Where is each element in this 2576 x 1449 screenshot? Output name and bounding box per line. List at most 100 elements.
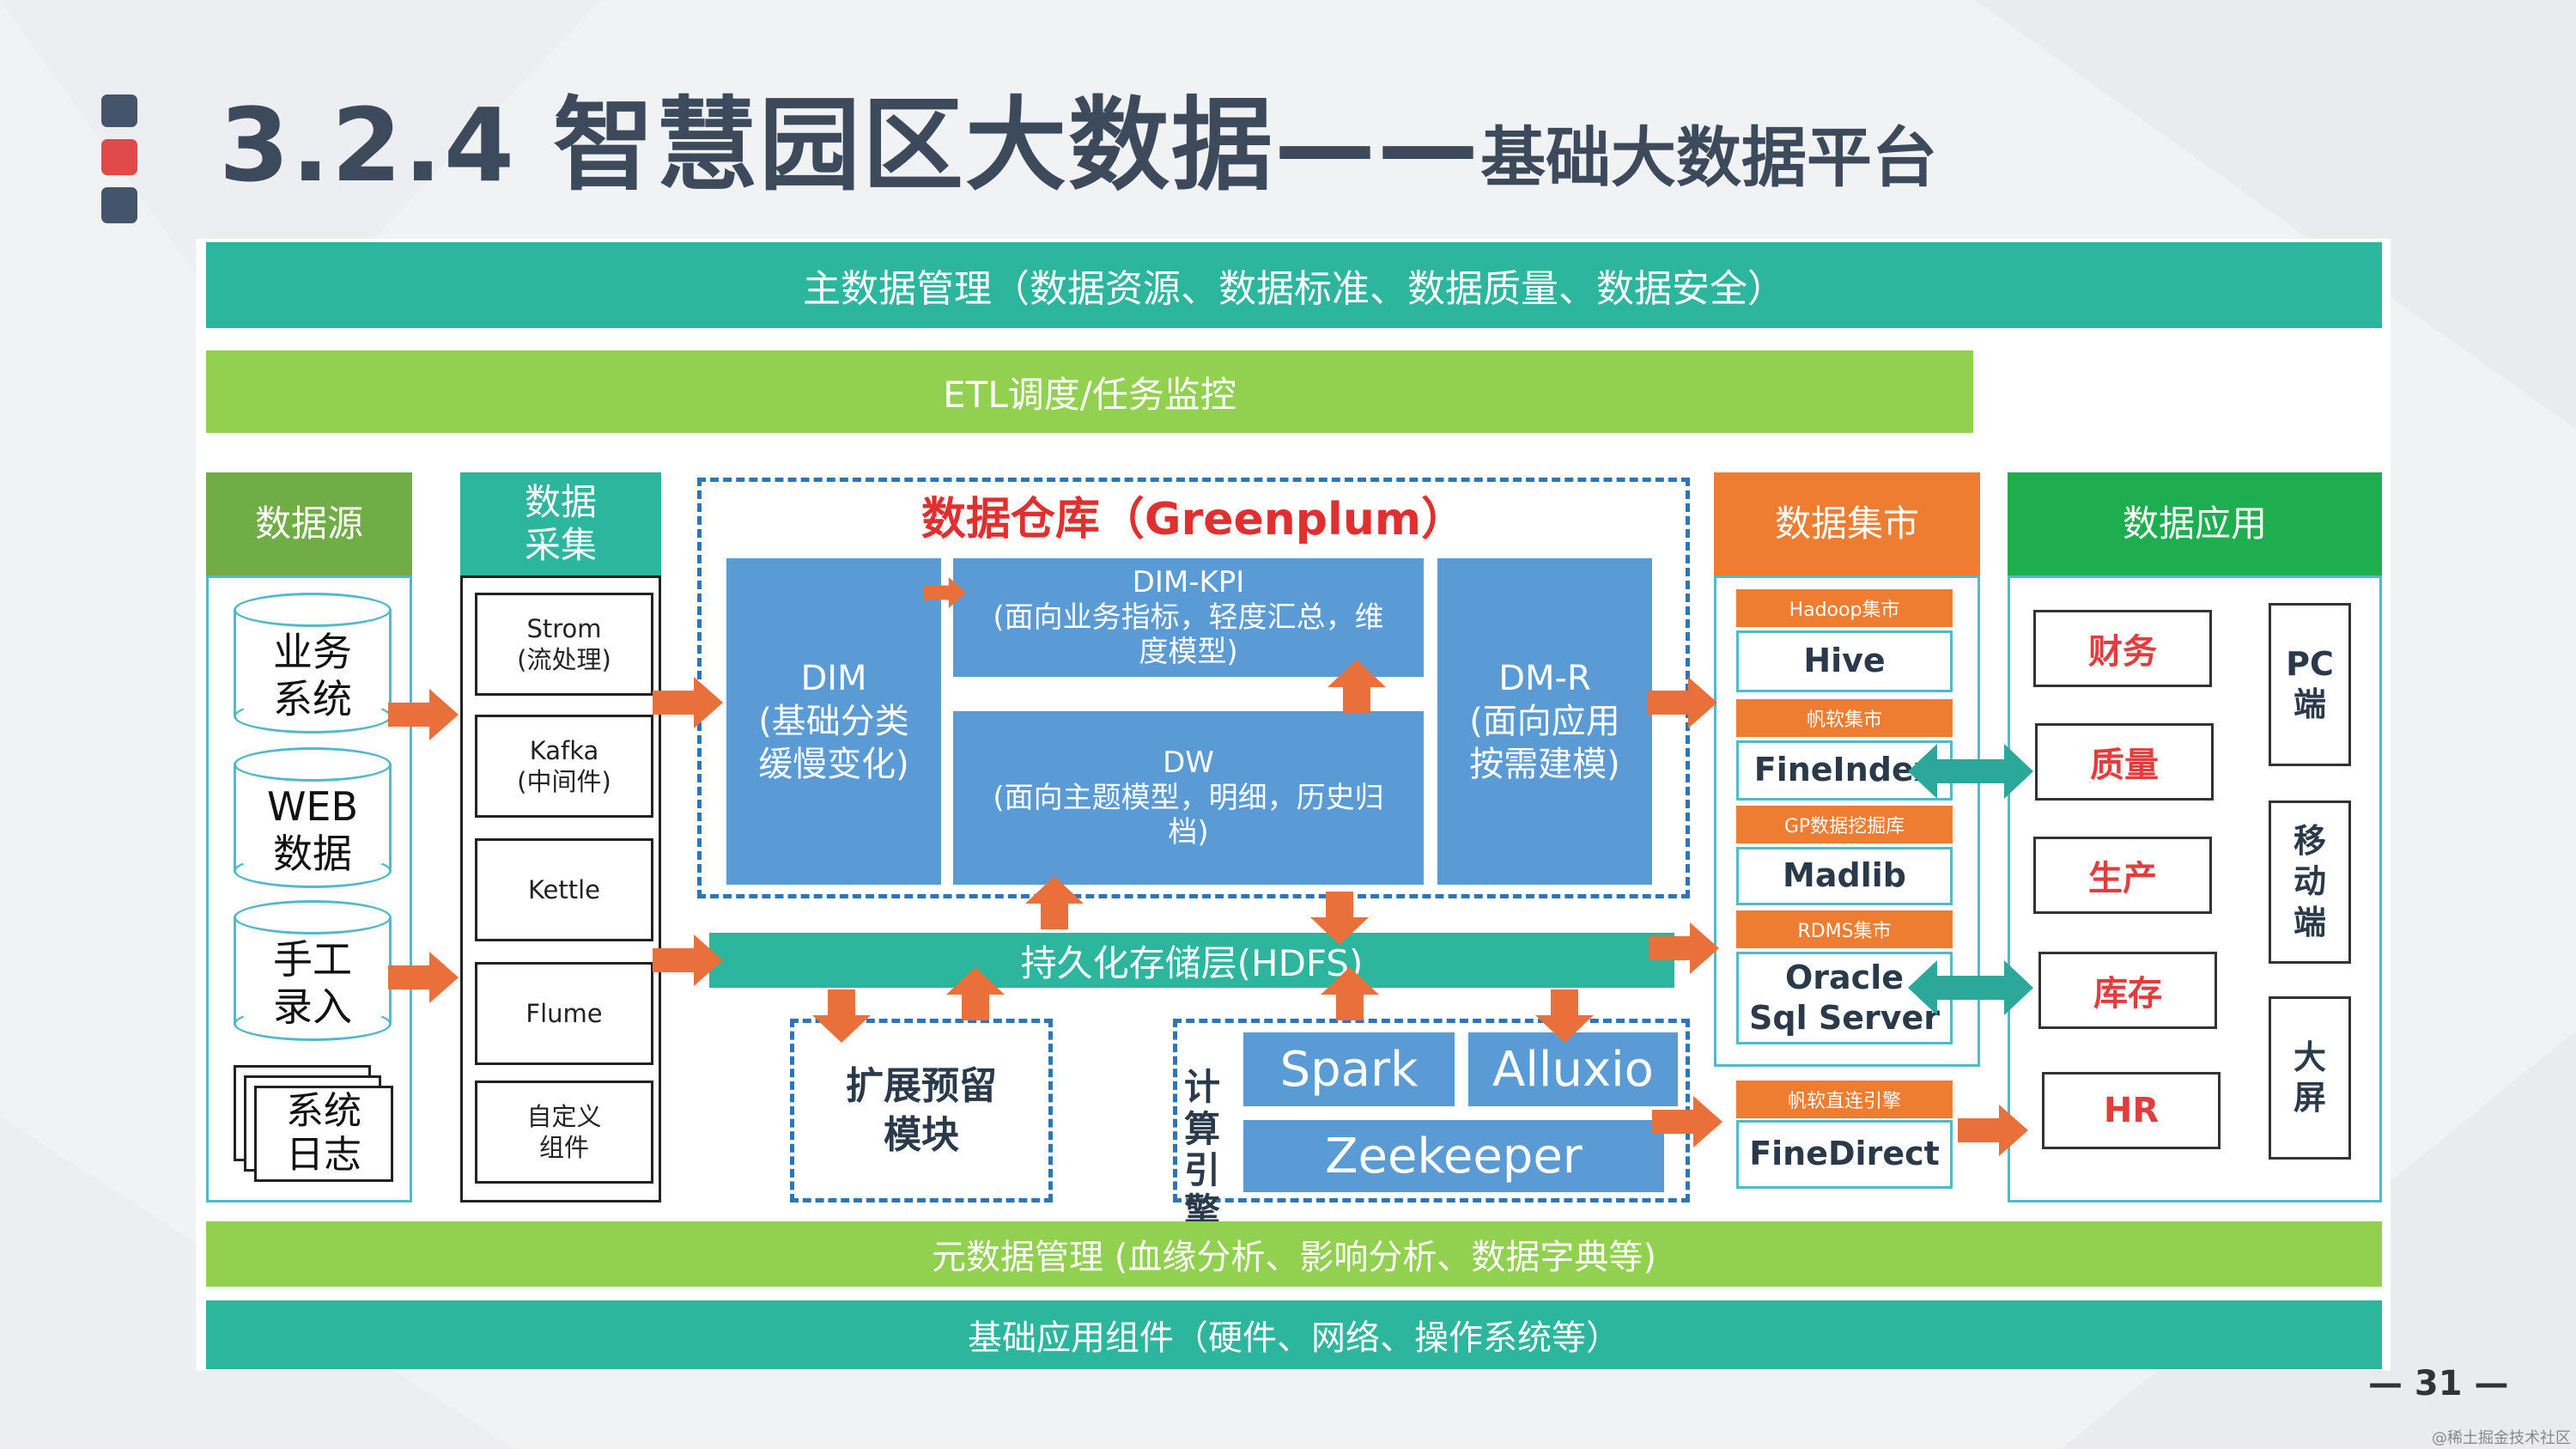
warehouse-title-label: 数据仓库（Greenplum） <box>920 494 1467 545</box>
title-marker-mid <box>101 139 137 175</box>
collection-header-label: 数据 采集 <box>524 480 597 566</box>
title-marker-bottom <box>101 187 137 223</box>
mart-tag-finedirect: 帆软直连引擎 <box>1736 1081 1953 1118</box>
mart-finedirect: FineDirect <box>1736 1120 1953 1189</box>
tool-flume: Flume <box>475 962 653 1065</box>
alluxio-block: Alluxio <box>1455 1032 1678 1106</box>
arrow-dmr-to-mart <box>1647 677 1717 728</box>
mart-hive: Hive <box>1736 630 1953 692</box>
sources-header-label: 数据源 <box>254 502 363 545</box>
app-finance: 财务 <box>2033 610 2212 687</box>
app-label: 财务 <box>2088 632 2157 672</box>
spark-block: Spark <box>1243 1032 1455 1106</box>
mart-tag-fanruan: 帆软集市 <box>1736 699 1953 737</box>
app-hr: HR <box>2042 1072 2221 1149</box>
dw-label: DW (面向主题模型，明细，历史归 档) <box>993 745 1384 850</box>
mart-tag-label: 帆软直连引擎 <box>1787 1091 1901 1112</box>
dw-block: DW (面向主题模型，明细，历史归 档) <box>953 711 1424 885</box>
metadata-bar: 元数据管理 (血缘分析、影响分析、数据字典等) <box>206 1221 2382 1287</box>
alluxio-label: Alluxio <box>1492 1041 1654 1098</box>
dmr-block: DM-R (面向应用 按需建模) <box>1437 558 1652 885</box>
mart-tag-label: RDMS集市 <box>1797 921 1892 942</box>
tool-kafka: Kafka (中间件) <box>475 715 653 818</box>
app-production: 生产 <box>2033 837 2212 914</box>
arrow-dw-to-hdfs <box>1310 892 1369 945</box>
arrow-reserve-to-hdfs <box>946 967 1005 1020</box>
mart-tag-label: Hadoop集市 <box>1789 600 1900 621</box>
app-label: 质量 <box>2090 746 2159 785</box>
mart-tag-label: GP数据挖掘库 <box>1783 816 1905 837</box>
arrow-hdfs-to-dw <box>1025 876 1084 929</box>
hdfs-bar: 持久化存储层(HDFS) <box>709 933 1674 988</box>
tool-label: Kafka (中间件) <box>517 735 611 796</box>
tool-label: 自定义 组件 <box>526 1101 602 1162</box>
tool-label: Kettle <box>527 874 601 904</box>
app-inventory: 库存 <box>2038 952 2217 1029</box>
mart-header-label: 数据集市 <box>1774 502 1919 545</box>
mart-tag-gp: GP数据挖掘库 <box>1736 806 1953 843</box>
terminal-label: PC 端 <box>2286 644 2334 724</box>
source-label: 手工 录入 <box>273 936 352 1031</box>
warehouse-title: 数据仓库（Greenplum） <box>713 483 1674 545</box>
terminal-mobile: 移 动 端 <box>2269 801 2351 964</box>
dim-kpi-block: DIM-KPI (面向业务指标，轻度汇总，维 度模型) <box>953 558 1424 677</box>
tool-storm: Strom (流处理) <box>475 593 653 696</box>
arrow-oracle-inventory <box>1908 960 2033 1015</box>
arrow-collection-to-dim <box>653 677 723 728</box>
dim-kpi-label: DIM-KPI (面向业务指标，轻度汇总，维 度模型) <box>993 564 1384 670</box>
arrow-fineindex-quality <box>1908 744 2033 799</box>
system-log-doc: 系统 日志 <box>254 1086 393 1182</box>
etl-label: ETL调度/任务监控 <box>943 373 1236 416</box>
terminal-label: 大 屏 <box>2293 1038 2326 1117</box>
source-business-system: 业务 系统 <box>234 593 392 734</box>
dim-label: DIM (基础分类 缓慢变化) <box>758 659 909 784</box>
zeekeeper-block: Zeekeeper <box>1243 1120 1664 1192</box>
base-components-label: 基础应用组件（硬件、网络、操作系统等） <box>968 1318 1620 1358</box>
tool-label: Flume <box>526 998 603 1028</box>
app-label: 生产 <box>2088 859 2157 898</box>
apps-header: 数据应用 <box>2008 472 2382 575</box>
dim-block: DIM (基础分类 缓慢变化) <box>726 558 941 885</box>
mart-name: Hive <box>1803 642 1886 680</box>
collection-header: 数据 采集 <box>460 472 661 575</box>
title-sub: 基础大数据平台 <box>1480 119 1938 196</box>
watermark: @稀土掘金技术社区 <box>2432 1429 2571 1447</box>
source-label: WEB 数据 <box>266 783 359 878</box>
tool-kettle: Kettle <box>475 838 653 941</box>
mart-tag-hadoop: Hadoop集市 <box>1736 589 1953 627</box>
etl-bar: ETL调度/任务监控 <box>206 350 1973 433</box>
terminal-pc: PC 端 <box>2269 603 2351 766</box>
title-main: 3.2.4 智慧园区大数据—— <box>219 86 1481 204</box>
mart-name: FineIndex <box>1753 751 1935 789</box>
hdfs-label: 持久化存储层(HDFS) <box>1020 941 1364 984</box>
page-number: — 31 — <box>2368 1364 2509 1403</box>
zeekeeper-label: Zeekeeper <box>1325 1128 1583 1184</box>
app-label: HR <box>2103 1091 2160 1130</box>
mart-name: Oracle Sql Server <box>1749 958 1940 1038</box>
terminal-label: 移 动 端 <box>2293 821 2326 941</box>
mart-tag-rdms: RDMS集市 <box>1736 910 1953 948</box>
tool-custom: 自定义 组件 <box>475 1081 653 1184</box>
reserve-label: 扩展预留 模块 <box>846 1063 997 1157</box>
source-label: 业务 系统 <box>273 629 352 723</box>
app-quality: 质量 <box>2035 723 2214 801</box>
app-label: 库存 <box>2093 974 2162 1014</box>
arrow-compute-to-hdfs <box>1321 967 1379 1020</box>
metadata-label: 元数据管理 (血缘分析、影响分析、数据字典等) <box>932 1238 1656 1277</box>
base-components-bar: 基础应用组件（硬件、网络、操作系统等） <box>206 1300 2382 1369</box>
system-log-label: 系统 日志 <box>286 1089 361 1177</box>
spark-label: Spark <box>1279 1041 1419 1098</box>
arrow-collection-to-hdfs <box>653 935 723 986</box>
mart-header: 数据集市 <box>1714 472 1980 575</box>
mart-oracle-sqlserver: Oracle Sql Server <box>1736 952 1953 1044</box>
arrow-dw-to-kpi <box>1327 660 1386 713</box>
mart-madlib: Madlib <box>1736 847 1953 905</box>
master-data-label: 主数据管理（数据资源、数据标准、数据质量、数据安全） <box>803 267 1785 311</box>
master-data-bar: 主数据管理（数据资源、数据标准、数据质量、数据安全） <box>206 242 2382 328</box>
arrow-hdfs-to-reserve <box>812 989 871 1043</box>
mart-name: FineDirect <box>1749 1135 1940 1173</box>
terminal-big-screen: 大 屏 <box>2269 996 2351 1160</box>
arrow-hdfs-to-mart <box>1649 922 1719 974</box>
source-manual-input: 手工 录入 <box>234 900 392 1041</box>
